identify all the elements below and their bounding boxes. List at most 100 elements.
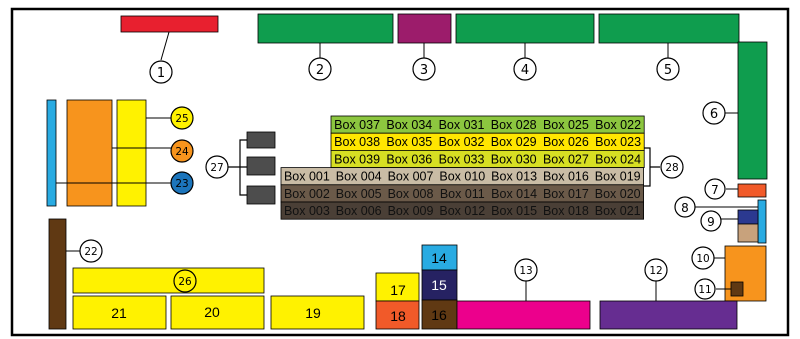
block-11[interactable] [730,281,744,297]
block-23[interactable] [46,99,57,207]
block-27-b[interactable] [246,156,276,176]
box-cell[interactable]: Box 007 [388,170,434,184]
block-25[interactable] [116,99,147,207]
marker-12: 12 [644,258,668,282]
marker-3: 3 [412,57,436,81]
box-cell[interactable]: Box 012 [439,204,485,218]
box-cell[interactable]: Box 017 [543,187,589,201]
svg-text:27: 27 [210,162,223,174]
box-cell[interactable]: Box 018 [543,204,589,218]
box-cell[interactable]: Box 014 [491,187,537,201]
block-2[interactable] [257,13,394,44]
svg-text:26: 26 [178,276,192,288]
label-17: 17 [390,282,406,298]
block-7[interactable] [737,183,767,198]
label-18: 18 [390,308,406,324]
box-cell[interactable]: Box 009 [388,204,434,218]
box-cell[interactable]: Box 029 [491,135,537,149]
block-5[interactable] [598,13,740,44]
block-27-a[interactable] [246,131,276,149]
box-cell[interactable]: Box 022 [595,118,641,132]
label-15: 15 [431,277,447,293]
block-9-top[interactable] [737,209,759,225]
box-cell[interactable]: Box 031 [439,118,485,132]
box-cell[interactable]: Box 021 [595,204,641,218]
box-cell[interactable]: Box 037 [334,118,380,132]
block-12[interactable] [599,300,738,330]
block-13[interactable] [456,300,591,330]
box-cell[interactable]: Box 016 [543,170,589,184]
block-26[interactable] [72,267,265,294]
marker-24: 24 [170,139,194,163]
block-6[interactable] [737,41,768,180]
box-cell[interactable]: Box 006 [336,204,382,218]
block-3[interactable] [397,13,452,44]
box-cell[interactable]: Box 003 [284,204,330,218]
box-cell[interactable]: Box 025 [543,118,589,132]
svg-text:7: 7 [711,183,719,197]
box-row-6 [280,201,645,220]
box-cell[interactable]: Box 034 [386,118,432,132]
svg-text:2: 2 [316,63,324,78]
label-20: 20 [204,304,220,320]
box-cell[interactable]: Box 020 [595,187,641,201]
box-cell[interactable]: Box 024 [595,152,641,166]
block-9-bottom[interactable] [737,223,759,243]
box-cell[interactable]: Box 008 [388,187,434,201]
marker-27: 27 [205,155,229,179]
marker-26: 26 [173,269,197,293]
svg-text:10: 10 [696,253,709,265]
box-cell[interactable]: Box 013 [491,170,537,184]
block-8[interactable] [757,199,767,244]
box-cell[interactable]: Box 035 [386,135,432,149]
block-21[interactable] [72,295,167,330]
marker-1: 1 [149,60,173,84]
svg-text:9: 9 [707,215,715,229]
box-cell[interactable]: Box 030 [491,152,537,166]
marker-2: 2 [308,57,332,81]
label-21: 21 [111,305,127,321]
block-20[interactable] [170,295,265,330]
marker-11: 11 [694,278,716,300]
block-27-c[interactable] [246,185,276,205]
label-16: 16 [431,307,447,323]
box-cell[interactable]: Box 015 [491,204,537,218]
block-17[interactable] [375,272,420,302]
box-cell[interactable]: Box 004 [336,170,382,184]
label-19: 19 [305,305,321,321]
box-cell[interactable]: Box 011 [440,187,485,201]
box-cell[interactable]: Box 027 [543,152,589,166]
box-cell[interactable]: Box 001 [284,170,330,184]
block-4[interactable] [455,13,595,44]
block-16[interactable] [421,299,458,330]
svg-text:23: 23 [175,178,188,190]
box-cell[interactable]: Box 005 [336,187,382,201]
box-cell[interactable]: Box 026 [543,135,589,149]
svg-text:8: 8 [681,201,689,215]
block-24[interactable] [66,99,113,207]
block-1[interactable] [120,15,219,33]
marker-8: 8 [674,196,696,218]
block-22[interactable] [48,218,67,330]
box-cell[interactable]: Box 036 [386,152,432,166]
box-cell[interactable]: Box 039 [334,152,380,166]
box-cell[interactable]: Box 038 [334,135,380,149]
block-18[interactable] [375,300,420,330]
svg-text:6: 6 [710,107,718,122]
marker-6: 6 [702,101,726,125]
box-cell[interactable]: Box 002 [284,187,330,201]
leader-1 [160,31,170,61]
box-cell[interactable]: Box 023 [595,135,641,149]
svg-text:22: 22 [84,246,97,258]
marker-4: 4 [513,57,537,81]
marker-5: 5 [656,57,680,81]
block-19[interactable] [270,295,365,330]
box-cell[interactable]: Box 032 [439,135,485,149]
box-cell[interactable]: Box 019 [595,170,641,184]
box-cell[interactable]: Box 028 [491,118,537,132]
svg-text:12: 12 [649,265,662,277]
box-cell[interactable]: Box 010 [439,170,485,184]
marker-28: 28 [660,155,684,179]
box-cell[interactable]: Box 033 [439,152,485,166]
